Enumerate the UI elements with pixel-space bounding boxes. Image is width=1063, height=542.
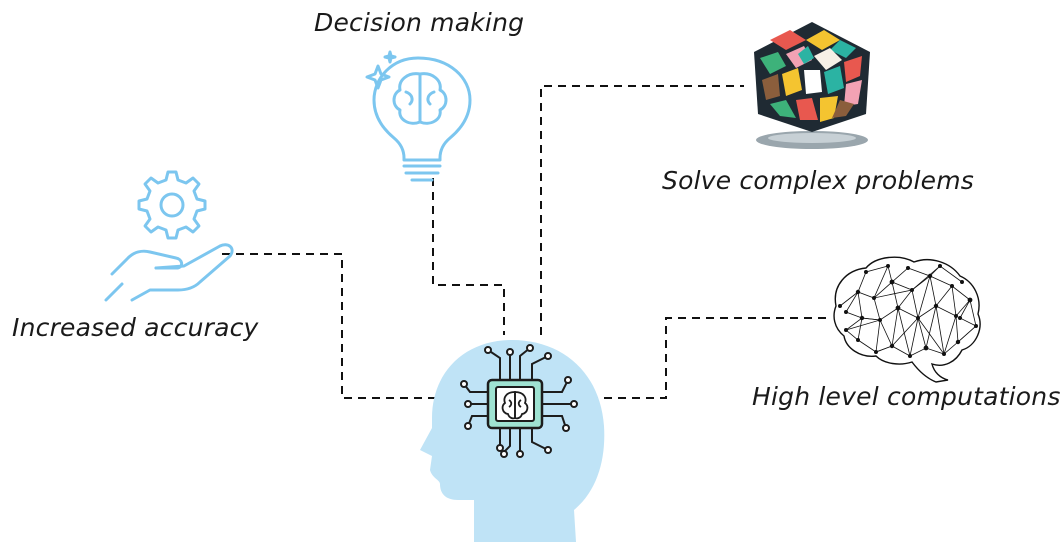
connector-high-level [590, 317, 830, 399]
gear-in-hand-icon [104, 170, 234, 302]
network-brain-icon [833, 256, 981, 383]
connector-lines [222, 85, 830, 399]
connector-accuracy [222, 253, 440, 399]
lightbulb-brain-icon [365, 50, 472, 182]
puzzle-cube-icon [754, 22, 870, 149]
head-with-ai-chip-icon [420, 340, 605, 542]
connector-decision [432, 178, 505, 335]
connector-solve [540, 85, 744, 335]
head-silhouette [420, 340, 605, 542]
label-decision-making: Decision making [314, 8, 525, 37]
label-increased-accuracy: Increased accuracy [12, 313, 259, 342]
label-solve-complex-problems: Solve complex problems [662, 166, 974, 195]
label-high-level-computations: High level computations [752, 382, 1061, 411]
ai-chip-icon [460, 344, 578, 458]
